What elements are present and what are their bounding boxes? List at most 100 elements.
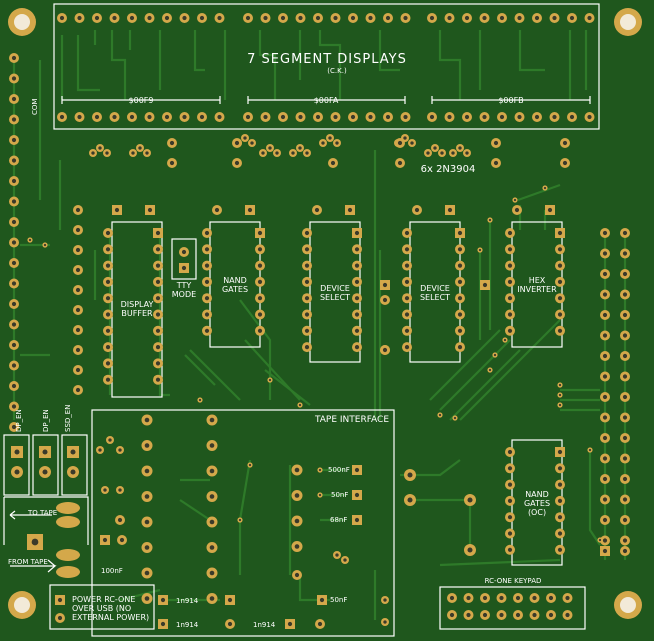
- drill-hole: [493, 140, 499, 146]
- drill-hole: [275, 151, 279, 155]
- drill-hole: [268, 378, 272, 382]
- drill-hole: [622, 548, 628, 554]
- drill-hole: [209, 443, 215, 448]
- drill-hole: [209, 545, 215, 550]
- drill-hole: [464, 114, 470, 120]
- drill-hole: [447, 207, 453, 213]
- drill-hole: [11, 322, 17, 327]
- drill-hole: [478, 248, 482, 252]
- drill-hole: [181, 265, 187, 271]
- drill-hole: [383, 620, 387, 624]
- drill-hole: [547, 207, 553, 213]
- drill-hole: [315, 15, 321, 21]
- drill-hole: [77, 114, 82, 120]
- drill-hole: [248, 463, 252, 467]
- diode-1: 1n914: [176, 597, 199, 605]
- drill-hole: [105, 296, 111, 301]
- drill-hole: [131, 151, 135, 155]
- drill-hole: [565, 612, 570, 618]
- drill-hole: [429, 114, 435, 120]
- drill-hole: [155, 279, 161, 284]
- cap-68nf: 68nF: [330, 516, 347, 524]
- drill-hole: [457, 279, 463, 284]
- drill-hole: [28, 238, 32, 242]
- drill-hole: [144, 494, 150, 499]
- drill-hole: [449, 595, 455, 601]
- drill-hole: [105, 230, 111, 236]
- drill-hole: [138, 146, 142, 150]
- tape-arrows: [9, 510, 57, 573]
- jumper-label-ssd: SSD_EN: [64, 405, 72, 432]
- drill-hole: [557, 531, 563, 536]
- drill-hole: [75, 267, 81, 273]
- drill-hole: [105, 377, 111, 382]
- drill-hole: [11, 137, 17, 143]
- drill-hole: [404, 312, 410, 317]
- drill-hole: [382, 297, 388, 303]
- drill-hole: [354, 328, 360, 333]
- drill-hole: [467, 497, 473, 503]
- drill-hole: [155, 312, 161, 317]
- drill-hole: [75, 207, 81, 213]
- drill-hole: [250, 141, 254, 145]
- drill-hole: [451, 151, 455, 155]
- drill-hole: [414, 207, 420, 213]
- drill-hole: [204, 247, 210, 252]
- power-note: POWER RC-ONE OVER USB (NO EXTERNAL POWER…: [72, 595, 150, 622]
- drill-hole: [75, 387, 81, 393]
- drill-hole: [354, 279, 360, 284]
- drill-hole: [105, 312, 111, 317]
- drill-hole: [108, 438, 112, 442]
- drill-hole: [98, 448, 102, 452]
- drill-hole: [169, 140, 175, 146]
- com-label: COM: [31, 99, 39, 115]
- drill-hole: [457, 263, 463, 268]
- drill-hole: [407, 497, 413, 503]
- board-credit: (C.K.): [327, 67, 347, 75]
- drill-hole: [426, 151, 430, 155]
- drill-hole: [588, 448, 592, 452]
- drill-hole: [507, 263, 513, 268]
- drill-hole: [204, 230, 210, 236]
- drill-hole: [457, 312, 463, 317]
- drill-hole: [343, 558, 347, 562]
- drill-hole: [291, 151, 295, 155]
- drill-hole: [160, 621, 166, 627]
- drill-hole: [164, 114, 170, 120]
- drill-hole: [507, 531, 513, 536]
- drill-hole: [457, 230, 463, 236]
- drill-hole: [77, 15, 82, 21]
- drill-hole: [347, 207, 353, 213]
- drill-hole: [407, 472, 413, 478]
- drill-hole: [513, 198, 517, 202]
- drill-hole: [602, 394, 608, 400]
- drill-hole: [304, 263, 310, 268]
- cap-50nf-b: 50nF: [330, 596, 347, 604]
- drill-hole: [602, 271, 608, 277]
- drill-hole: [552, 15, 557, 21]
- drill-hole: [602, 415, 608, 420]
- drill-hole: [257, 328, 263, 333]
- drill-hole: [447, 114, 452, 120]
- drill-hole: [198, 398, 202, 402]
- drill-hole: [410, 141, 414, 145]
- drill-hole: [515, 612, 521, 618]
- drill-hole: [245, 15, 251, 21]
- drill-hole: [602, 292, 608, 297]
- diode-3: 1n914: [253, 621, 276, 629]
- drill-hole: [155, 230, 161, 236]
- drill-hole: [598, 538, 602, 542]
- display-buffer-label: DISPLAY BUFFER: [120, 300, 154, 318]
- drill-hole: [569, 15, 575, 21]
- drill-hole: [557, 279, 563, 284]
- nand-gates-label: NAND GATES: [221, 276, 249, 294]
- drill-hole: [404, 279, 410, 284]
- from-tape-label: FROM TAPE: [8, 558, 48, 566]
- to-tape-label: TO TAPE: [27, 509, 57, 517]
- drill-hole: [457, 328, 463, 333]
- drill-hole: [354, 230, 360, 236]
- drill-hole: [587, 114, 592, 120]
- drill-hole: [514, 207, 520, 213]
- drill-hole: [298, 15, 303, 21]
- drill-hole: [304, 296, 310, 301]
